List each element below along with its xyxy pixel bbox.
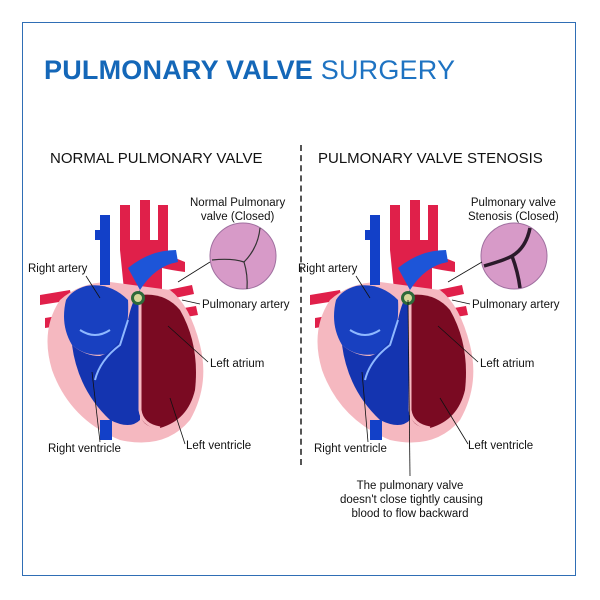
right-leader-lines: [355, 261, 483, 477]
left-right-ventricle-label: Right ventricle: [48, 443, 121, 455]
left-valve-label-line2: valve (Closed): [200, 211, 275, 223]
left-valve-label: Normal Pulmonary valve (Closed): [190, 196, 285, 224]
right-heart-illustration: [308, 198, 475, 444]
right-valve-label: Pulmonary valve Stenosis (Closed): [468, 196, 559, 224]
right-right-artery-label: Right artery: [298, 263, 358, 275]
stenosis-note: The pulmonary valve doesn't close tightl…: [340, 479, 483, 521]
left-valve-label-line1: Normal Pulmonary: [190, 197, 286, 209]
right-pulmonary-artery-label: Pulmonary artery: [472, 299, 560, 311]
left-left-ventricle-label: Left ventricle: [186, 440, 252, 452]
title-light: SURGERY: [313, 55, 456, 85]
right-left-ventricle-label: Left ventricle: [468, 440, 534, 452]
left-right-artery-label: Right artery: [28, 263, 88, 275]
right-right-ventricle-label: Right ventricle: [314, 443, 387, 455]
left-pulmonary-artery-label: Pulmonary artery: [202, 299, 290, 311]
right-valve-label-line2: Stenosis (Closed): [468, 211, 559, 223]
left-heart-illustration: [38, 198, 205, 444]
title-bold: PULMONARY VALVE: [44, 55, 314, 85]
right-left-atrium-label: Left atrium: [480, 358, 535, 370]
left-left-atrium-label: Left atrium: [210, 358, 265, 370]
stenosis-note-line2: doesn't close tightly causing: [340, 494, 483, 506]
panel-divider: [300, 145, 302, 465]
left-panel-heading: NORMAL PULMONARY VALVE: [50, 150, 263, 167]
right-valve-label-line1: Pulmonary valve: [470, 197, 556, 209]
stenosis-valve-icon: [480, 222, 548, 290]
stenosis-note-line3: blood to flow backward: [351, 508, 469, 520]
right-panel-heading: PULMONARY VALVE STENOSIS: [318, 150, 543, 167]
stenosis-note-line1: The pulmonary valve: [356, 480, 464, 492]
normal-valve-icon: [209, 222, 277, 290]
border-frame: [22, 22, 576, 576]
left-leader-lines: [85, 261, 211, 445]
page-title: PULMONARY VALVE SURGERY: [44, 55, 455, 86]
